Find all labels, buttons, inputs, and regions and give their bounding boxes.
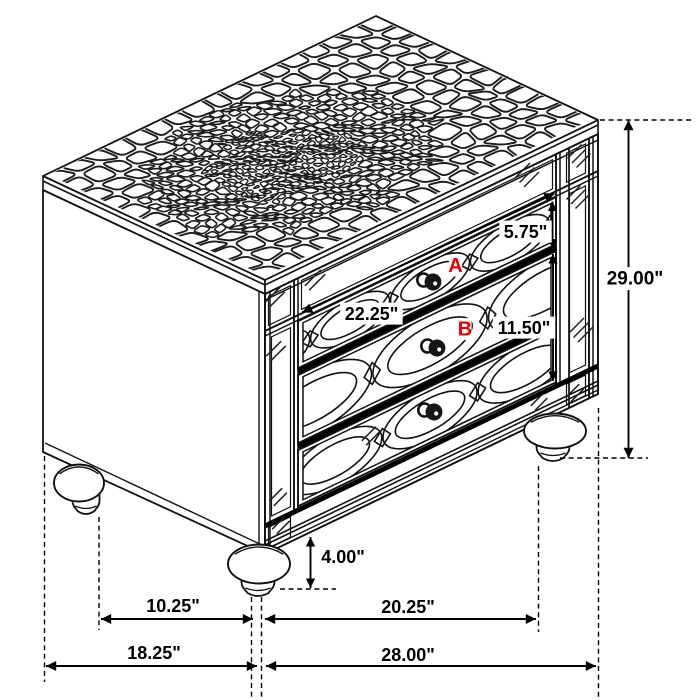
- svg-text:B: B: [458, 319, 472, 341]
- svg-text:22.25": 22.25": [345, 304, 399, 324]
- svg-text:10.25": 10.25": [146, 596, 200, 616]
- svg-text:A: A: [448, 255, 462, 277]
- svg-text:28.00": 28.00": [381, 645, 435, 665]
- svg-text:11.50": 11.50": [498, 318, 551, 338]
- svg-text:20.25": 20.25": [381, 597, 435, 617]
- svg-text:5.75": 5.75": [504, 222, 548, 242]
- svg-text:4.00": 4.00": [321, 547, 365, 567]
- svg-text:29.00": 29.00": [607, 269, 664, 290]
- svg-text:18.25": 18.25": [127, 643, 181, 663]
